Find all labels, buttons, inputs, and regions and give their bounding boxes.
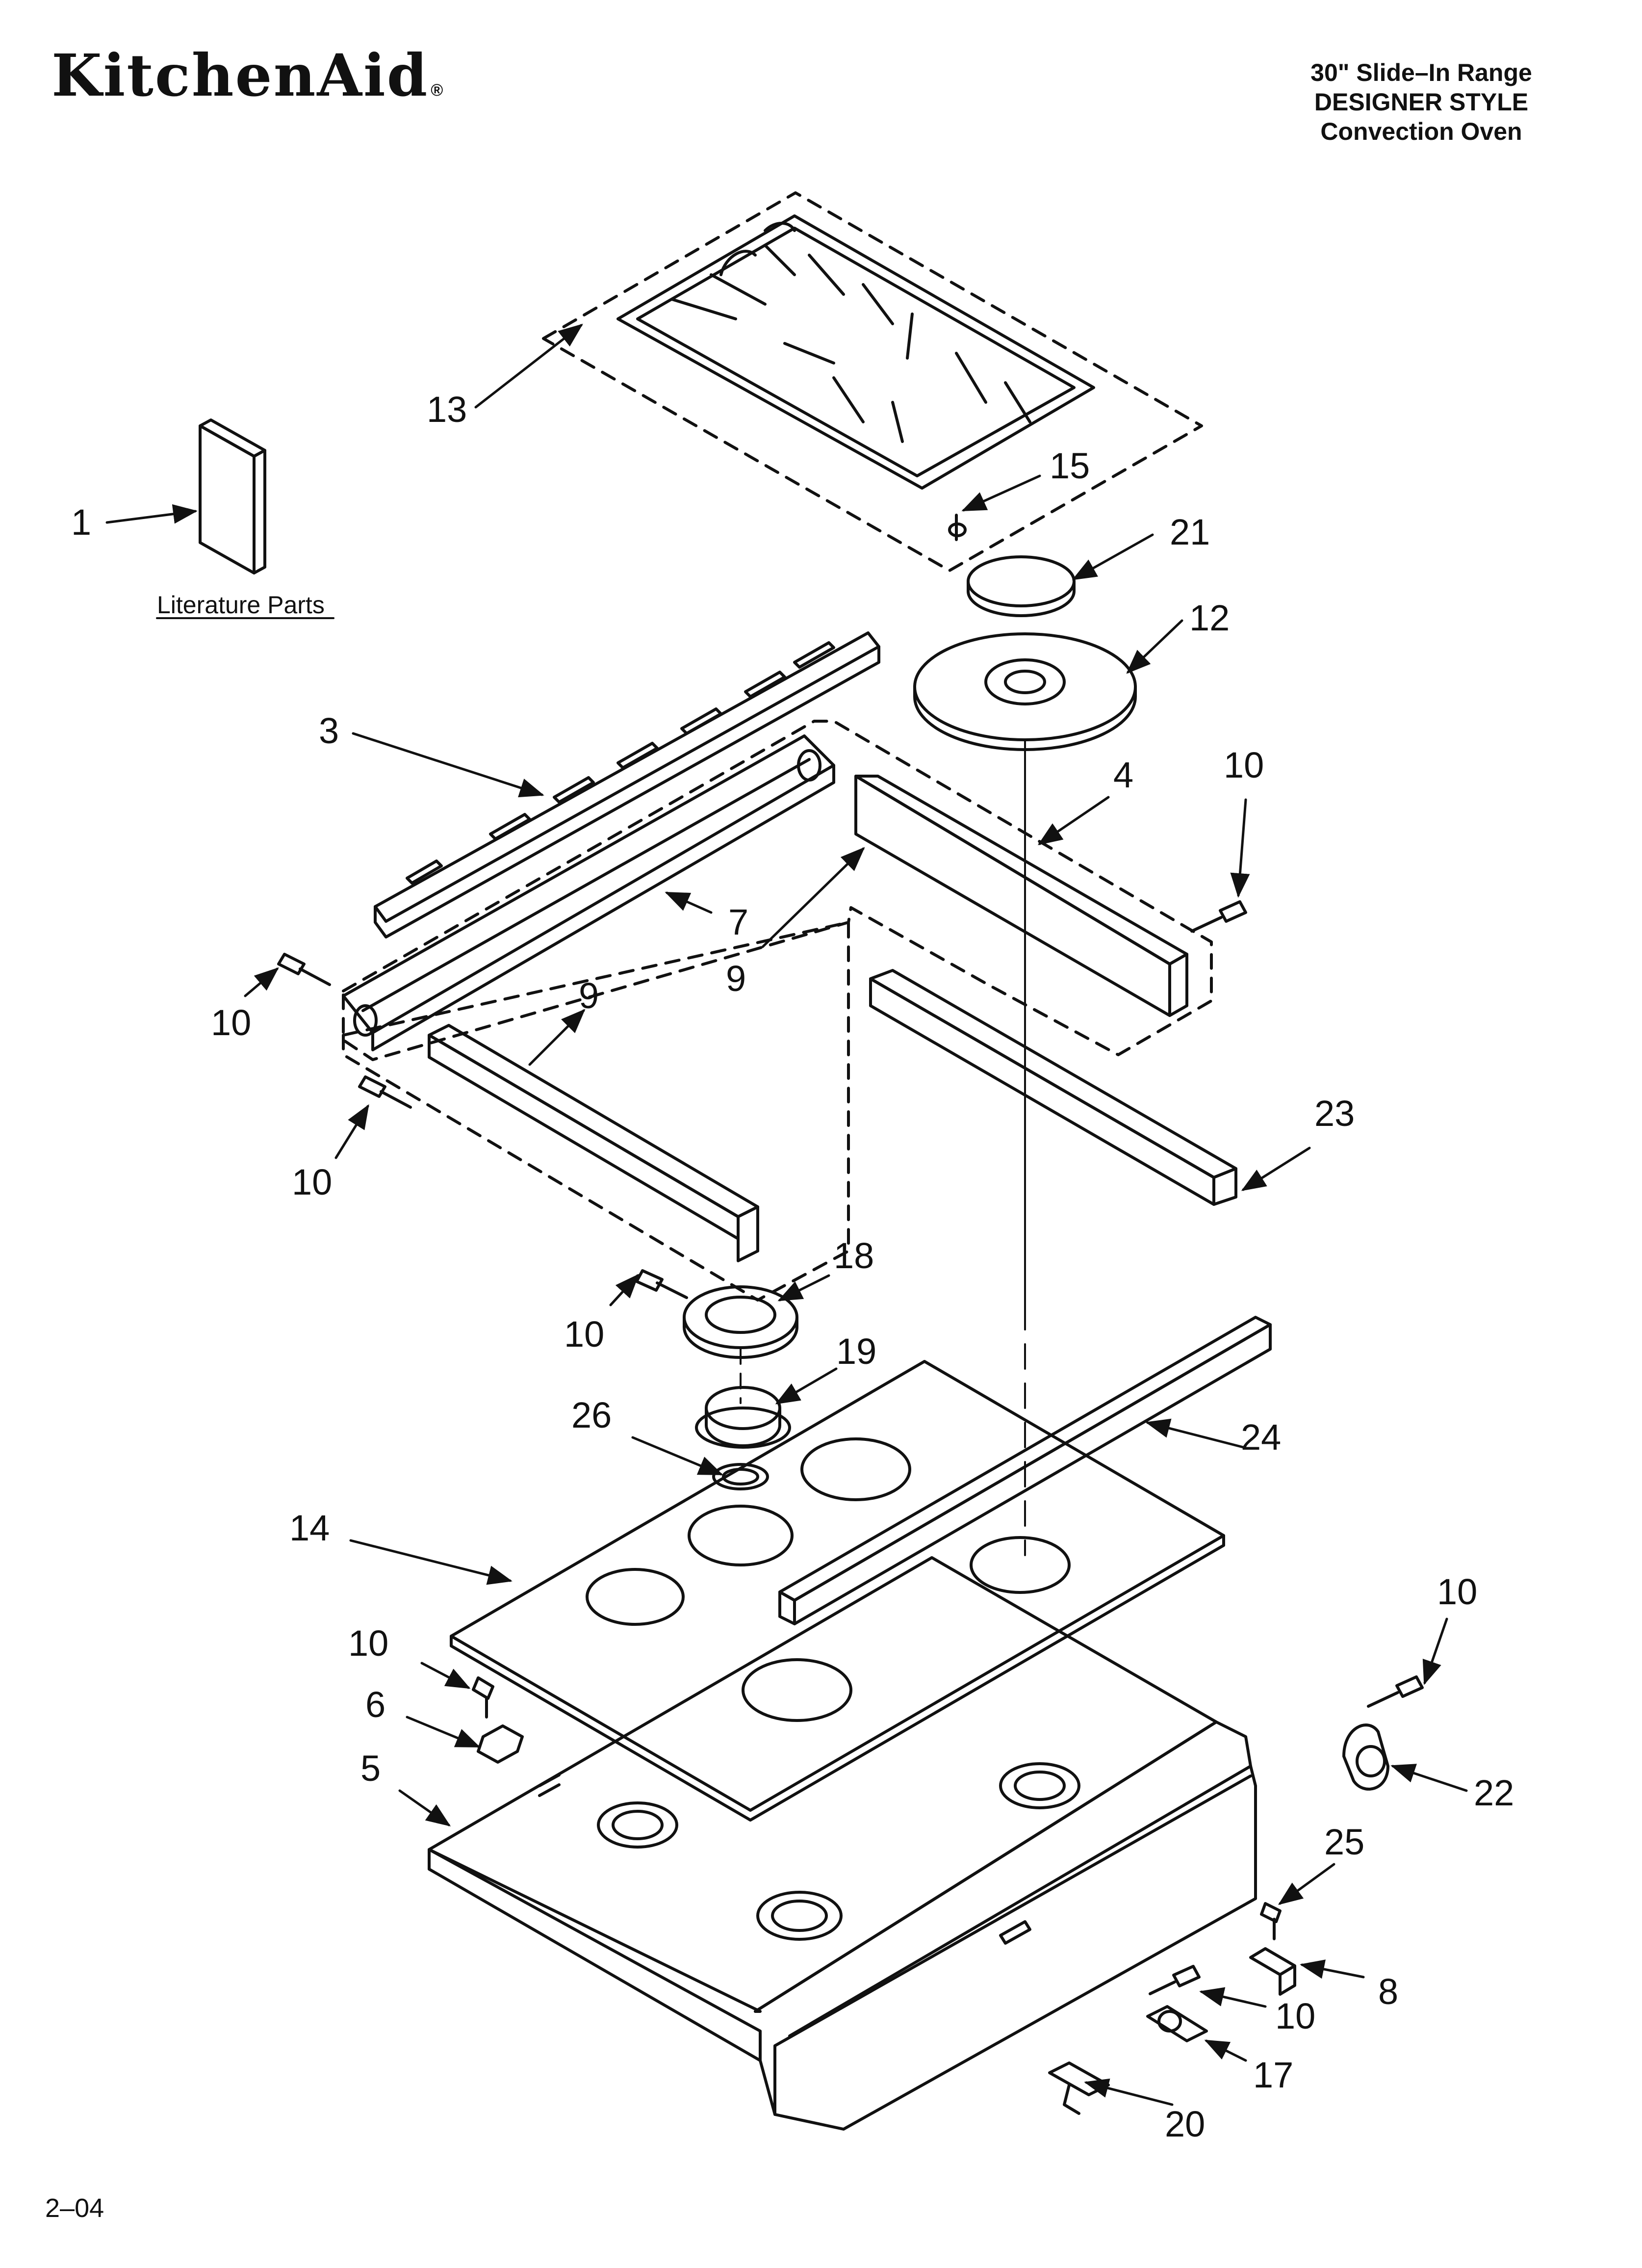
clip-6 — [477, 1724, 524, 1764]
burner-cap-21 — [967, 555, 1076, 617]
leader-14 — [349, 1539, 513, 1585]
bracket-8 — [1249, 1947, 1296, 1996]
leader-10-left-mid — [334, 1104, 369, 1159]
header-line-3: Convection Oven — [1320, 118, 1522, 145]
callout-23: 23 — [1314, 1093, 1355, 1134]
literature-parts-label: Literature Parts — [157, 591, 325, 619]
callout-15: 15 — [1050, 445, 1090, 486]
callout-10-center: 10 — [564, 1314, 604, 1355]
callout-9-right: 9 — [726, 958, 746, 999]
leader-6 — [406, 1716, 481, 1748]
leader-24 — [1145, 1418, 1245, 1449]
burner-base-12 — [913, 632, 1137, 751]
screw-10b — [358, 1075, 412, 1109]
callout-13: 13 — [427, 389, 467, 430]
callout-1: 1 — [71, 502, 91, 543]
leader-19 — [775, 1367, 838, 1405]
leader-13 — [474, 323, 583, 409]
leader-10-bottom — [1199, 1987, 1267, 2008]
leader-10-right-top — [1230, 798, 1250, 898]
leader-3 — [352, 732, 544, 798]
callout-5: 5 — [360, 1748, 381, 1789]
leader-12 — [1126, 619, 1183, 674]
screw-10d — [635, 1269, 688, 1299]
callout-10-bottom: 10 — [1275, 1996, 1315, 2036]
burner-ring-18 — [683, 1285, 798, 1404]
leader-9-right — [761, 847, 865, 948]
callout-26: 26 — [571, 1395, 612, 1435]
leader-20 — [1084, 2078, 1174, 2106]
leader-8 — [1300, 1959, 1365, 1979]
vent-trim-3 — [374, 631, 880, 938]
leader-10-left-top — [244, 967, 279, 997]
callout-4: 4 — [1113, 755, 1133, 795]
leader-25 — [1278, 1863, 1335, 1905]
callout-10-right-top: 10 — [1224, 745, 1264, 785]
callout-9-left: 9 — [579, 975, 599, 1016]
trim-24 — [778, 1316, 1272, 1625]
callout-22: 22 — [1474, 1773, 1514, 1813]
callout-14: 14 — [289, 1508, 330, 1548]
bracket-4 — [854, 775, 1188, 1017]
logo-text: KitchenAid — [51, 41, 429, 109]
callout-25: 25 — [1324, 1822, 1364, 1862]
leader-5 — [398, 1789, 451, 1826]
kitchenaid-logo: KitchenAid® — [51, 47, 444, 104]
leader-21 — [1072, 533, 1154, 580]
igniter-17 — [1146, 2005, 1208, 2042]
callout-24: 24 — [1241, 1417, 1281, 1458]
callout-12: 12 — [1189, 598, 1230, 638]
leader-26 — [631, 1436, 723, 1476]
literature-parts-1 — [156, 418, 334, 619]
leader-4 — [1037, 796, 1110, 845]
callout-10-left-top: 10 — [211, 1002, 251, 1043]
grate-13 — [542, 191, 1203, 572]
leader-7 — [665, 891, 713, 914]
leader-10-center — [609, 1274, 640, 1306]
screw-10g — [1149, 1965, 1201, 1995]
callout-3: 3 — [319, 710, 339, 751]
clip-20 — [1048, 2061, 1110, 2115]
callout-17: 17 — [1253, 2055, 1293, 2095]
callout-10-left-mid: 10 — [292, 1162, 332, 1202]
leader-1 — [105, 504, 198, 524]
callout-7: 7 — [728, 902, 748, 942]
callout-8: 8 — [1378, 1971, 1398, 2012]
burner-head-19 — [695, 1386, 791, 1449]
screw-25 — [1260, 1902, 1282, 1940]
callout-10-left-low: 10 — [348, 1623, 388, 1664]
page-code: 2–04 — [45, 2193, 104, 2223]
leader-22 — [1390, 1764, 1468, 1792]
callout-10-right-low: 10 — [1437, 1571, 1477, 1612]
screw-10c — [1190, 900, 1247, 933]
valve-22 — [1342, 1723, 1389, 1791]
leader-15 — [961, 474, 1041, 512]
leader-17 — [1204, 2039, 1247, 2062]
leader-9-left — [528, 1009, 586, 1066]
screw-10e — [472, 1676, 494, 1719]
leader-23 — [1241, 1147, 1311, 1191]
rear-bracket-7 — [342, 720, 1213, 1061]
leader-10-right-low — [1422, 1617, 1448, 1685]
leader-10-left-low — [420, 1662, 471, 1689]
registered-mark: ® — [431, 81, 445, 100]
model-header: 30" Slide–In Range DESIGNER STYLE Convec… — [1250, 58, 1593, 146]
header-line-2: DESIGNER STYLE — [1314, 88, 1529, 116]
header-line-1: 30" Slide–In Range — [1310, 59, 1532, 86]
cooktop-14 — [450, 1360, 1225, 1822]
callout-19: 19 — [836, 1331, 876, 1372]
trim-strip-23 — [869, 969, 1237, 1206]
screw-10a — [277, 953, 331, 986]
callout-6: 6 — [365, 1684, 385, 1725]
callout-18: 18 — [834, 1235, 874, 1276]
callout-21: 21 — [1170, 512, 1210, 552]
burner-box-5 — [428, 1556, 1257, 2131]
leader-18 — [777, 1274, 830, 1302]
bracket-9 — [342, 921, 850, 1302]
screw-10f — [1367, 1675, 1424, 1708]
callout-20: 20 — [1165, 2104, 1205, 2144]
